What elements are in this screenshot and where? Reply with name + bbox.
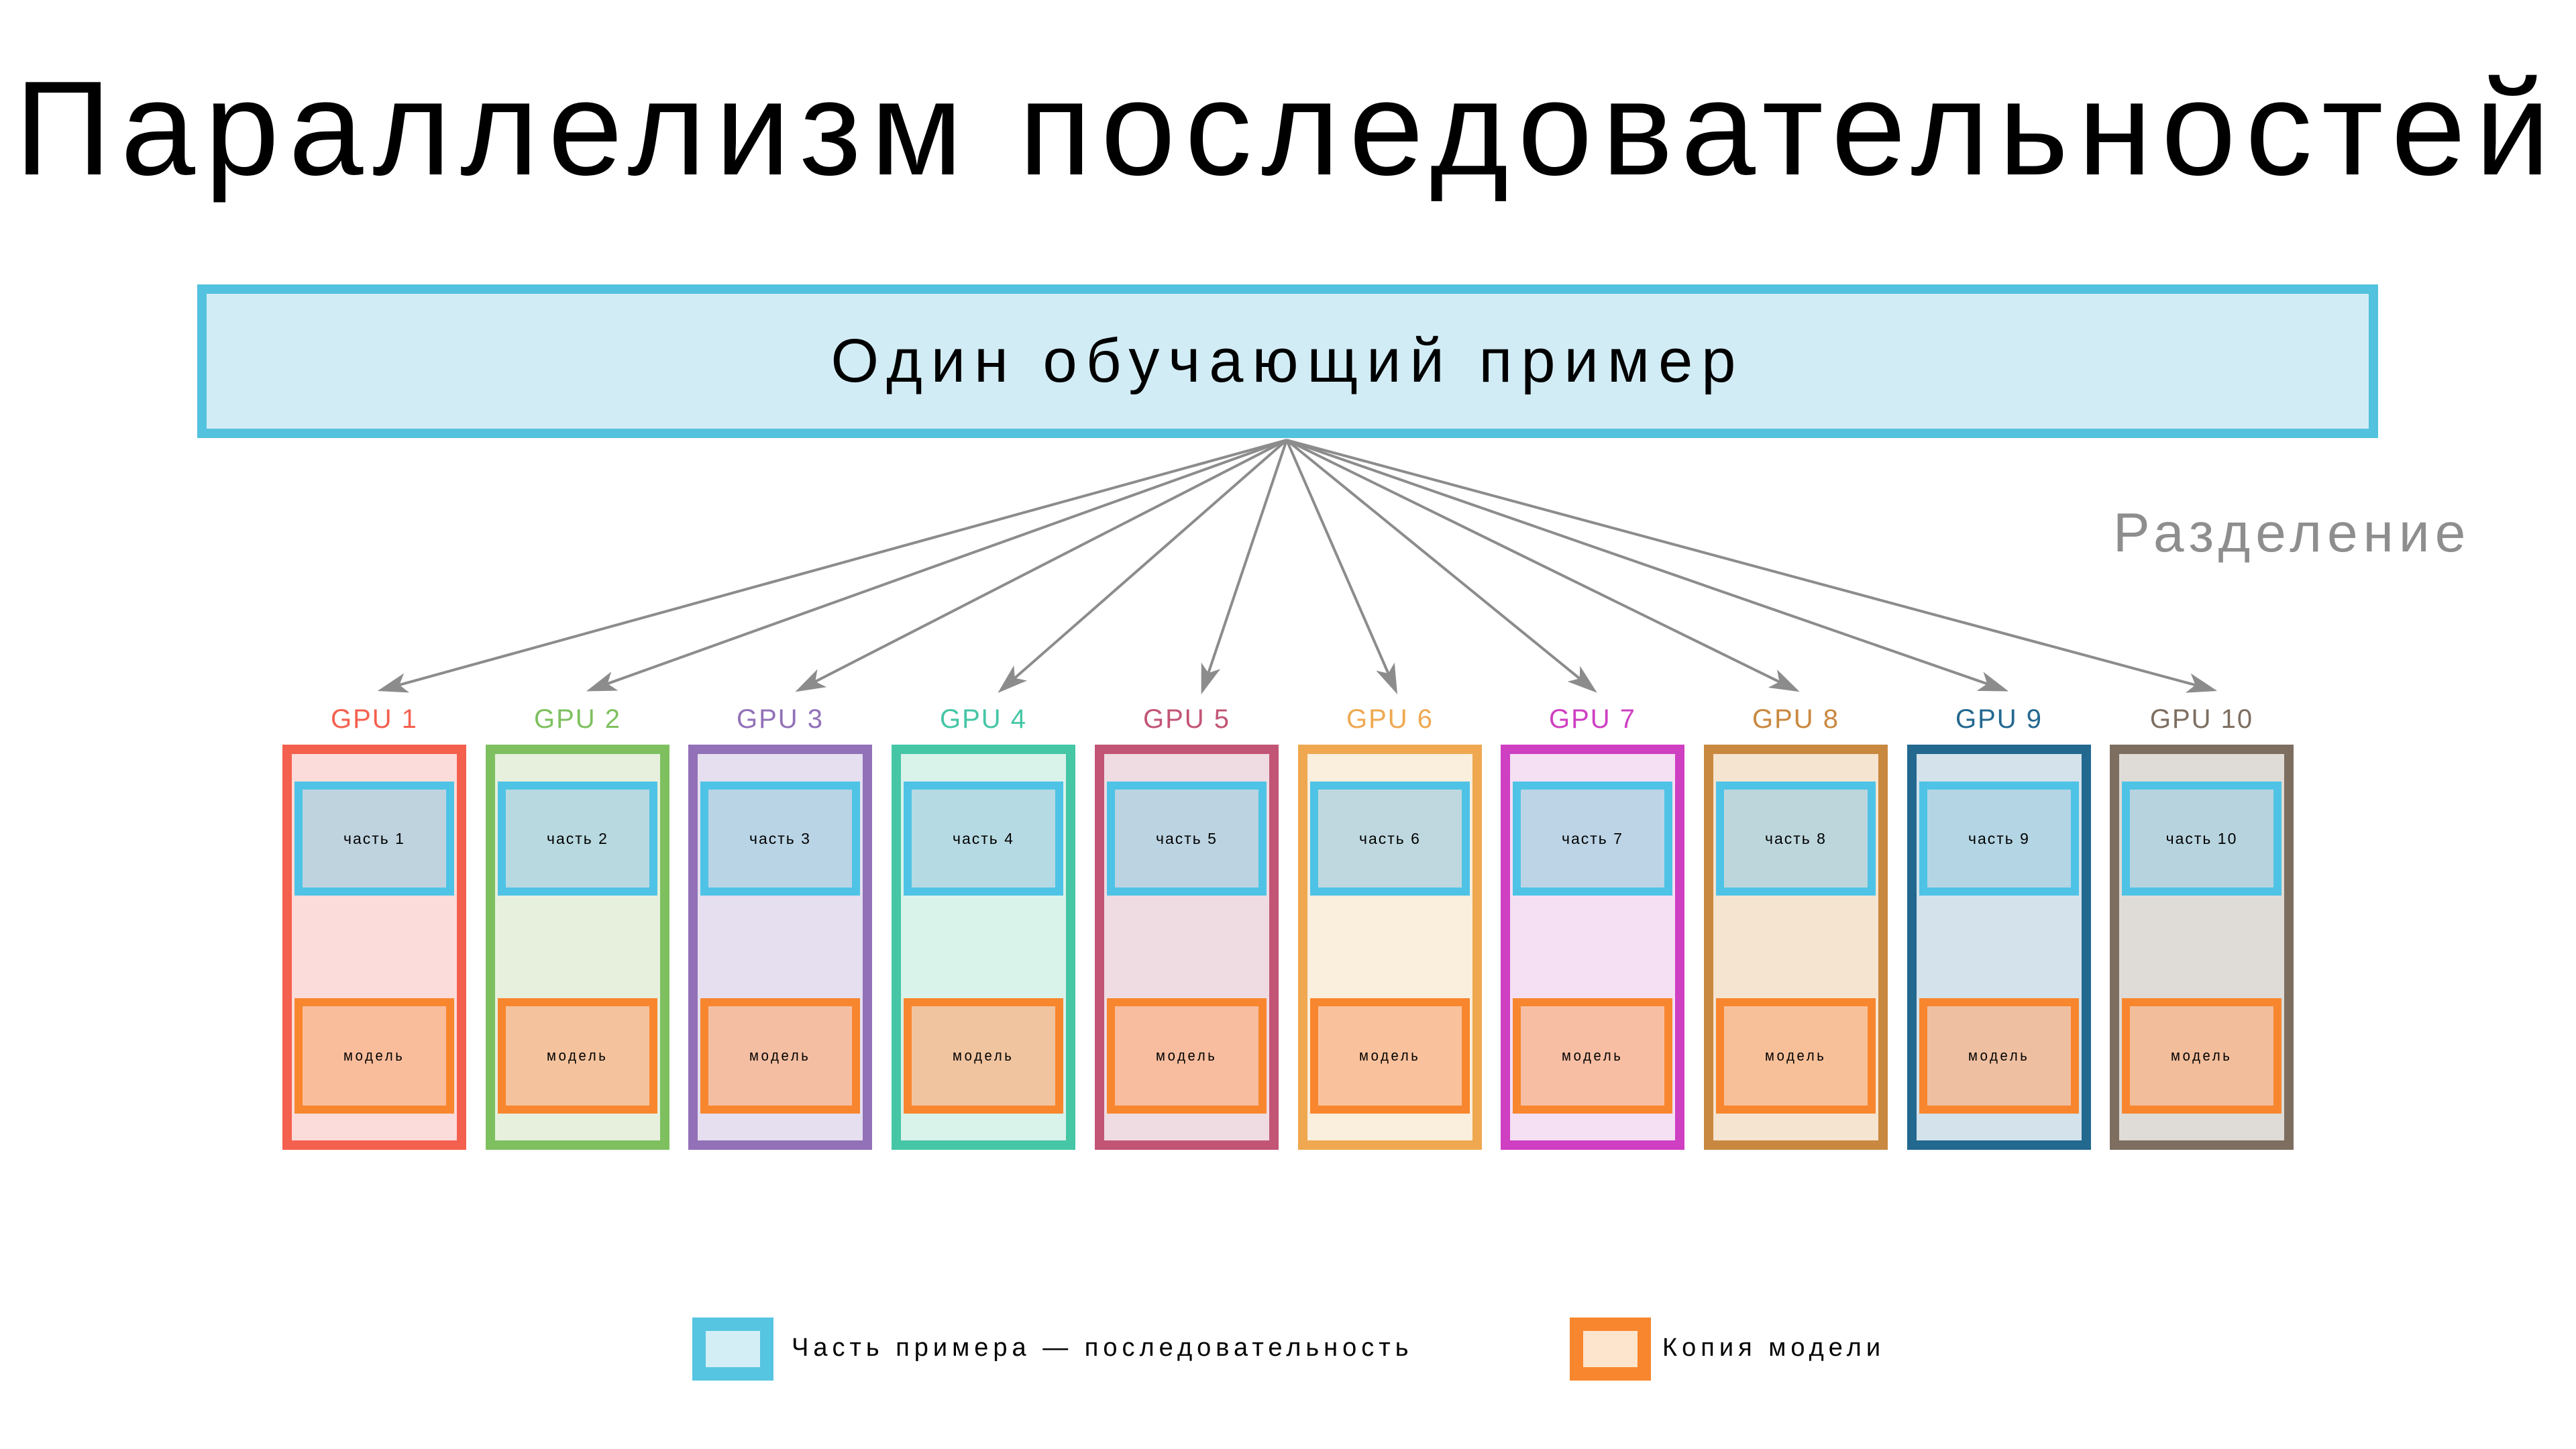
sequence-part-label: часть 6 <box>1359 829 1421 847</box>
gpu-column-3: часть 3 модель <box>688 745 872 1150</box>
split-arrow-10 <box>1286 439 2218 693</box>
legend-sequence-swatch <box>692 1318 773 1381</box>
model-copy-box-5: модель <box>1107 998 1267 1114</box>
model-copy-box-9: модель <box>1919 998 2079 1114</box>
gpu-label-4: GPU 4 <box>939 704 1028 734</box>
gpu-label-2: GPU 2 <box>533 704 622 734</box>
sequence-part-label: часть 5 <box>1156 829 1218 847</box>
legend-model-swatch <box>1570 1318 1651 1381</box>
legend-sequence-label: Часть примера — последовательность <box>792 1334 1413 1362</box>
sequence-part-box-5: часть 5 <box>1107 782 1267 896</box>
gpu-label-10: GPU 10 <box>2149 704 2254 734</box>
gpu-column-8: часть 8 модель <box>1704 745 1888 1150</box>
model-copy-box-3: модель <box>700 998 860 1114</box>
split-label: Разделение <box>2113 502 2471 564</box>
sequence-part-box-10: часть 10 <box>2122 782 2282 896</box>
model-copy-box-7: модель <box>1513 998 1672 1114</box>
model-copy-label: модель <box>1968 1047 2030 1064</box>
gpu-column-4: часть 4 модель <box>892 745 1075 1150</box>
model-copy-label: модель <box>1562 1047 1623 1064</box>
model-copy-box-2: модель <box>498 998 657 1114</box>
model-copy-box-4: модель <box>904 998 1063 1114</box>
model-copy-box-1: модель <box>294 998 454 1114</box>
gpu-column-2: часть 2 модель <box>486 745 669 1150</box>
split-arrow-4 <box>998 439 1288 693</box>
split-arrow-6 <box>1285 439 1397 694</box>
sequence-part-label: часть 1 <box>343 829 405 847</box>
sequence-part-box-4: часть 4 <box>904 782 1063 896</box>
split-arrow-1 <box>377 439 1287 693</box>
split-arrow-9 <box>1286 439 2009 692</box>
split-arrow-7 <box>1285 439 1597 693</box>
split-arrow-3 <box>795 439 1287 692</box>
model-copy-box-10: модель <box>2122 998 2282 1114</box>
gpu-label-5: GPU 5 <box>1142 704 1231 734</box>
model-copy-label: модель <box>749 1047 811 1064</box>
gpu-column-6: часть 6 модель <box>1298 745 1482 1150</box>
model-copy-label: модель <box>1156 1047 1218 1064</box>
gpu-label-7: GPU 7 <box>1548 704 1637 734</box>
gpu-label-3: GPU 3 <box>736 704 824 734</box>
sequence-part-box-7: часть 7 <box>1513 782 1672 896</box>
model-copy-label: модель <box>2171 1047 2233 1064</box>
sequence-part-label: часть 4 <box>953 829 1014 847</box>
sequence-part-label: часть 9 <box>1968 829 2030 847</box>
sequence-part-box-8: часть 8 <box>1716 782 1876 896</box>
training-example-box: Один обучающий пример <box>197 284 2378 438</box>
gpu-column-9: часть 9 модель <box>1907 745 2091 1150</box>
sequence-part-box-2: часть 2 <box>498 782 657 896</box>
model-copy-label: модель <box>1359 1047 1421 1064</box>
sequence-part-box-1: часть 1 <box>294 782 454 896</box>
sequence-part-label: часть 7 <box>1562 829 1623 847</box>
sequence-part-box-6: часть 6 <box>1310 782 1470 896</box>
split-arrow-8 <box>1286 439 1800 692</box>
gpu-label-1: GPU 1 <box>330 704 419 734</box>
sequence-part-label: часть 3 <box>749 829 811 847</box>
model-copy-label: модель <box>547 1047 608 1064</box>
model-copy-box-6: модель <box>1310 998 1470 1114</box>
model-copy-box-8: модель <box>1716 998 1876 1114</box>
model-copy-label: модель <box>1765 1047 1827 1064</box>
sequence-part-box-9: часть 9 <box>1919 782 2079 896</box>
gpu-column-5: часть 5 модель <box>1095 745 1279 1150</box>
gpu-column-1: часть 1 модель <box>282 745 466 1150</box>
sequence-part-label: часть 8 <box>1765 829 1827 847</box>
sequence-part-label: часть 10 <box>2165 829 2238 847</box>
gpu-column-7: часть 7 модель <box>1501 745 1684 1150</box>
page-title: Параллелизм последовательностей <box>15 54 2560 203</box>
split-arrow-2 <box>586 439 1287 692</box>
gpu-column-10: часть 10 модель <box>2110 745 2294 1150</box>
legend-model-label: Копия модели <box>1662 1334 1886 1362</box>
gpu-label-6: GPU 6 <box>1346 704 1434 734</box>
gpu-label-9: GPU 9 <box>1955 704 2043 734</box>
training-example-label: Один обучающий пример <box>830 327 1745 395</box>
sequence-part-box-3: часть 3 <box>700 782 860 896</box>
model-copy-label: модель <box>953 1047 1014 1064</box>
gpu-label-8: GPU 8 <box>1752 704 1840 734</box>
model-copy-label: модель <box>343 1047 405 1064</box>
sequence-part-label: часть 2 <box>547 829 608 847</box>
split-arrow-5 <box>1201 439 1288 695</box>
